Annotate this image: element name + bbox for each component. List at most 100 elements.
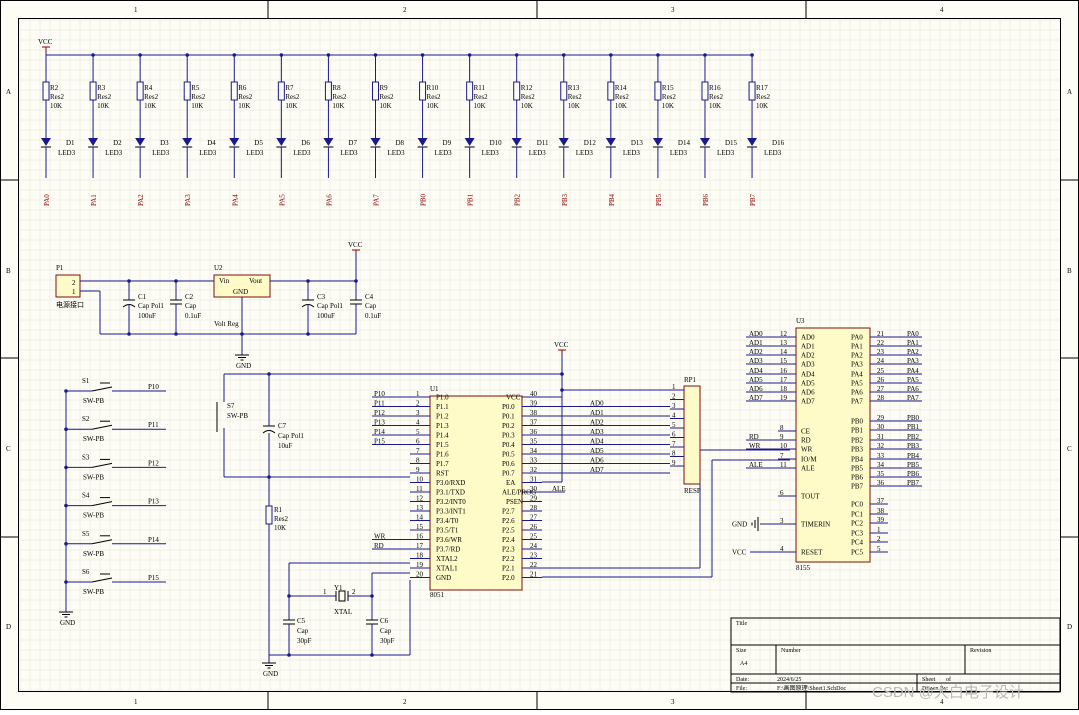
resistor-ref: R9 [379, 84, 388, 92]
junction-dot [174, 332, 178, 336]
led-net-label: PA7 [372, 194, 380, 206]
led-ref: D7 [348, 139, 357, 147]
resistor-value: 10K [709, 102, 721, 110]
pin-name: P3.1/TXD [436, 489, 465, 497]
net-label: AD4 [590, 438, 604, 446]
pin-name: AD7 [801, 398, 815, 406]
switch-ref: S3 [82, 453, 90, 461]
led-array: VCCR2Res210KD1LED3PA0R3Res210KD2LED3PA1R… [38, 38, 785, 206]
vcc-label: VCC [348, 241, 363, 249]
pin-name: P2.7 [502, 508, 515, 516]
resistor-type: Res2 [709, 93, 724, 101]
net-label: P13 [374, 419, 385, 427]
net-label: AD7 [590, 466, 604, 474]
net-label: PB7 [907, 479, 920, 487]
net-label: RD [749, 433, 759, 441]
pin-number: 27 [530, 514, 538, 522]
file-value: F:\画图原理\Sheet1.SchDoc [777, 685, 847, 692]
pin-name: RST [436, 470, 450, 478]
pin-name: PA4 [851, 371, 863, 379]
led-symbol [276, 138, 287, 146]
io-chip-part: 8155 [796, 564, 811, 572]
drawn-by-label: Drawn By: [922, 686, 949, 692]
cap-type: Cap [380, 627, 392, 635]
led-symbol [747, 138, 758, 146]
pin-name: GND [436, 574, 451, 582]
resistor-body [466, 81, 474, 101]
pin-number: 10 [416, 476, 424, 484]
led-type: LED3 [105, 149, 123, 157]
pin-number: 2 [416, 400, 420, 408]
pin-number: 8 [780, 424, 784, 432]
switch-type: SW-PB [83, 550, 104, 558]
net-label: PB2 [907, 433, 920, 441]
vcc-label: VCC [38, 38, 53, 46]
pin-name: P0.2 [502, 422, 515, 430]
pin-name: P0.6 [502, 460, 515, 468]
pin-number: 15 [780, 357, 788, 365]
resistor-body [183, 81, 191, 101]
pin-name: PA1 [851, 343, 863, 351]
pin-number: 26 [530, 523, 538, 531]
net-label: PB6 [907, 470, 920, 478]
switch-net-label: P13 [148, 498, 159, 506]
led-ref: D12 [584, 139, 597, 147]
pin-name: PB5 [851, 465, 864, 473]
pin-number: 9 [416, 466, 420, 474]
line [91, 539, 113, 545]
pin-name: PC5 [851, 549, 864, 557]
pin-number: 38 [530, 409, 538, 417]
connector-caption: 电源接口 [56, 300, 84, 309]
mcu-ref: U1 [430, 385, 439, 393]
pin-number: 8 [416, 457, 420, 465]
led-net-label: PA4 [231, 194, 239, 206]
resistor-type: Res2 [756, 93, 771, 101]
led-net-label: PB5 [655, 193, 663, 206]
net-label: PA2 [907, 348, 919, 356]
led-ref: D15 [725, 139, 738, 147]
resistor-type: Res2 [191, 93, 206, 101]
led-ref: D13 [631, 139, 644, 147]
net-label: AD4 [749, 367, 763, 375]
pin-number: 39 [530, 400, 538, 408]
cap-value: 30pF [297, 637, 312, 645]
resistor-value: 10K [191, 102, 203, 110]
pin-name: PB1 [851, 427, 864, 435]
title-block-border [730, 617, 1061, 693]
size-label: Size [736, 648, 747, 654]
cap-type: Cap Pol1 [317, 302, 343, 310]
pin-name: P1.4 [436, 432, 449, 440]
resistor-body [371, 81, 379, 101]
frame-row-label: B [1067, 267, 1072, 275]
led-type: LED3 [764, 149, 782, 157]
led-net-label: PA0 [43, 194, 51, 206]
switch-type: SW-PB [227, 412, 248, 420]
pin-number: 1 [323, 588, 327, 596]
frame-row-label: B [6, 267, 11, 275]
cap-type: Cap [297, 627, 309, 635]
resistor-pack-ref: RP1 [684, 376, 697, 384]
junction-dot [560, 372, 564, 376]
pin-number: 34 [877, 461, 885, 469]
resistor-ref: R12 [521, 84, 533, 92]
gnd-label: GND [263, 670, 278, 678]
led-symbol [652, 138, 663, 146]
resistor-value: 10K [285, 102, 297, 110]
resistor-type: Res2 [521, 93, 536, 101]
resistor-body [513, 81, 521, 101]
switch-type: SW-PB [83, 588, 104, 596]
resistor-value: 10K [756, 102, 768, 110]
net-label: AD5 [590, 447, 604, 455]
net-label: AD2 [590, 419, 604, 427]
pin-name: AD0 [801, 334, 815, 342]
pin-number: 37 [877, 497, 885, 505]
resistor-type: Res2 [144, 93, 159, 101]
frame-row-label: C [6, 445, 11, 453]
pin-number: 30 [877, 423, 885, 431]
cap-ref: C6 [380, 617, 389, 625]
pin-number: 17 [780, 376, 788, 384]
pin-number: 24 [877, 357, 885, 365]
led-type: LED3 [717, 149, 735, 157]
junction-dot [306, 332, 310, 336]
